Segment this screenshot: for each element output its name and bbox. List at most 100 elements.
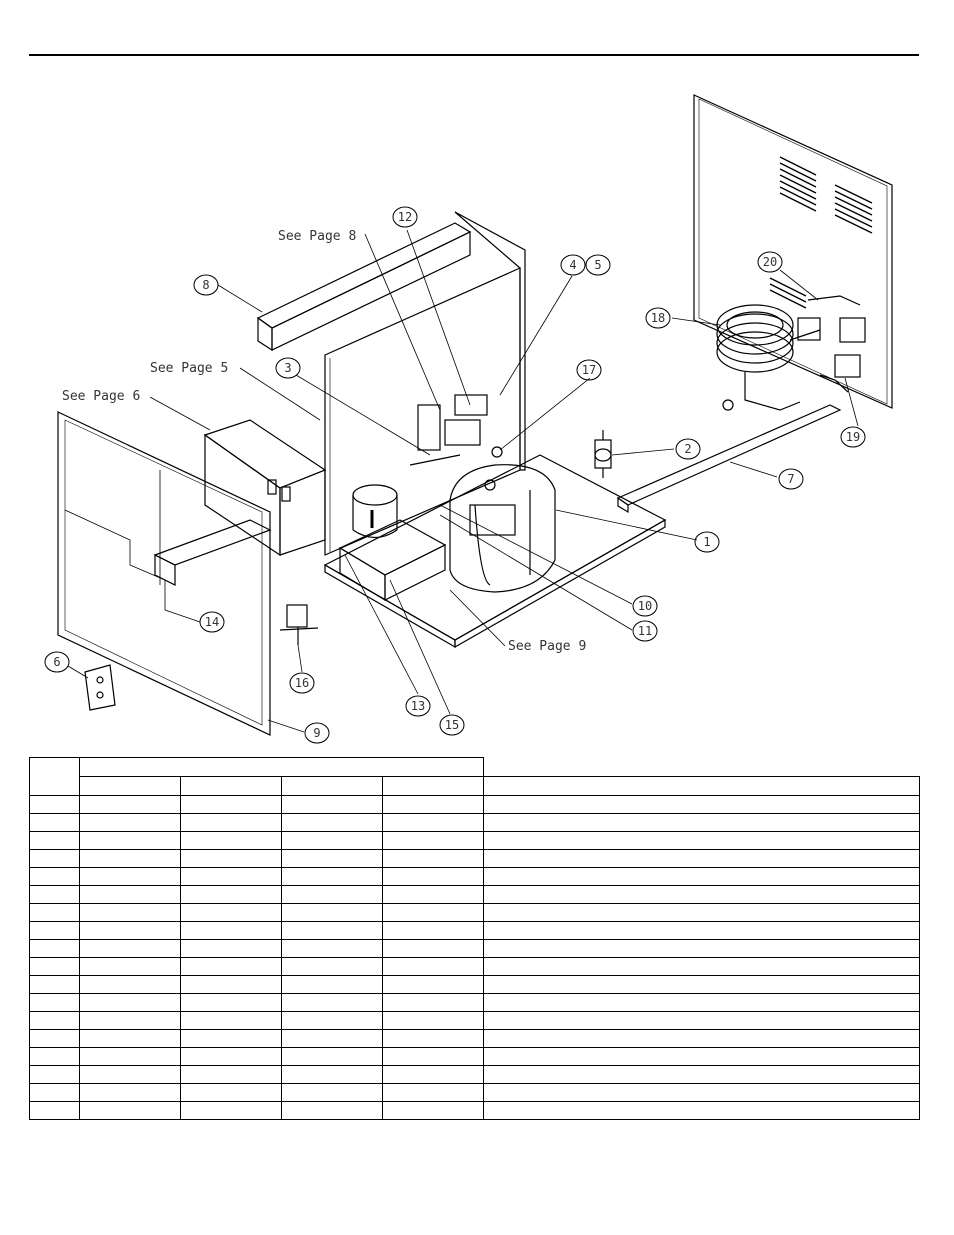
table-cell: [281, 813, 383, 832]
table-cell: [382, 831, 484, 850]
table-row: [29, 957, 920, 976]
table-cell: [382, 1029, 484, 1048]
callout-number: 11: [638, 624, 652, 638]
table-cell: [281, 849, 383, 868]
table-cell: [281, 993, 383, 1012]
table-cell: [180, 1083, 282, 1102]
table-cell: [483, 849, 920, 868]
table-cell: [483, 939, 920, 958]
callout-number: 14: [205, 615, 219, 629]
table-cell: [79, 903, 181, 922]
solenoid-valve: [279, 604, 319, 645]
table-cell: [483, 1083, 920, 1102]
table-cell: [29, 921, 80, 940]
table-cell: [29, 939, 80, 958]
base-plate: [323, 454, 667, 649]
table-cell: [281, 831, 383, 850]
filter-drier: [594, 430, 612, 478]
table-cell: [180, 921, 282, 940]
table-row: [29, 885, 920, 904]
water-valve-assembly: [797, 295, 866, 393]
table-cell: [79, 1083, 181, 1102]
callout-number: 17: [582, 363, 596, 377]
see-page-5-label: See Page 5: [150, 361, 228, 376]
table-cell: [180, 849, 282, 868]
table-cell: [29, 903, 80, 922]
table-cell: [180, 1065, 282, 1084]
table-cell: [382, 1065, 484, 1084]
table-row: [29, 903, 920, 922]
header-cell: [79, 776, 181, 796]
table-cell: [79, 795, 181, 814]
table-cell: [483, 885, 920, 904]
header-cell: [180, 776, 282, 796]
table-cell: [483, 813, 920, 832]
table-cell: [29, 795, 80, 814]
table-cell: [382, 849, 484, 868]
callout-number: 12: [398, 210, 412, 224]
cross-bracket: [153, 519, 272, 586]
table-cell: [29, 1083, 80, 1102]
table-cell: [79, 1101, 181, 1120]
header-cell: [382, 776, 484, 796]
table-cell: [382, 1083, 484, 1102]
callout-number: 19: [846, 430, 860, 444]
table-cell: [483, 1047, 920, 1066]
table-cell: [79, 849, 181, 868]
table-cell: [281, 1083, 383, 1102]
table-cell: [79, 957, 181, 976]
compressor: [449, 464, 556, 593]
table-row: [29, 1083, 920, 1102]
front-panel: [57, 411, 271, 736]
callout-number: 2: [684, 442, 691, 456]
table-row: [29, 813, 920, 832]
callout-number: 13: [411, 699, 425, 713]
table-cell: [29, 975, 80, 994]
table-cell: [483, 1011, 920, 1030]
table-cell: [483, 831, 920, 850]
table-cell: [483, 957, 920, 976]
relay-box: [338, 519, 447, 602]
table-cell: [281, 795, 383, 814]
table-row: [29, 1047, 920, 1066]
door-hinge: [84, 664, 116, 711]
table-cell: [483, 1101, 920, 1120]
refrigeration-controls: [409, 394, 503, 466]
table-cell: [483, 975, 920, 994]
water-coil: [716, 304, 821, 411]
leader-lines: [67, 229, 859, 733]
table-cell: [29, 885, 80, 904]
table-cell: [79, 813, 181, 832]
table-cell: [281, 1065, 383, 1084]
table-cell: [382, 1011, 484, 1030]
table-cell: [180, 975, 282, 994]
table-cell: [180, 1029, 282, 1048]
callout-number: 4: [569, 258, 576, 272]
table-cell: [382, 1047, 484, 1066]
table-cell: [180, 1011, 282, 1030]
table-cell: [29, 1065, 80, 1084]
callout-number: 5: [594, 258, 601, 272]
callout-number: 6: [53, 655, 60, 669]
table-cell: [382, 813, 484, 832]
table-cell: [382, 957, 484, 976]
table-row: [29, 867, 920, 886]
table-cell: [79, 885, 181, 904]
callout-number: 7: [787, 472, 794, 486]
table-header-columns: [30, 776, 920, 796]
item-header-cell: [29, 757, 80, 796]
control-box: [203, 419, 327, 557]
table-cell: [281, 885, 383, 904]
table-row: [29, 1065, 920, 1084]
table-cell: [79, 1065, 181, 1084]
header-cell: [281, 776, 383, 796]
table-cell: [180, 957, 282, 976]
table-cell: [382, 795, 484, 814]
table-cell: [281, 1101, 383, 1120]
table-cell: [29, 1101, 80, 1120]
callout-number: 10: [638, 599, 652, 613]
table-cell: [29, 813, 80, 832]
table-cell: [29, 831, 80, 850]
table-cell: [79, 975, 181, 994]
table-cell: [483, 993, 920, 1012]
